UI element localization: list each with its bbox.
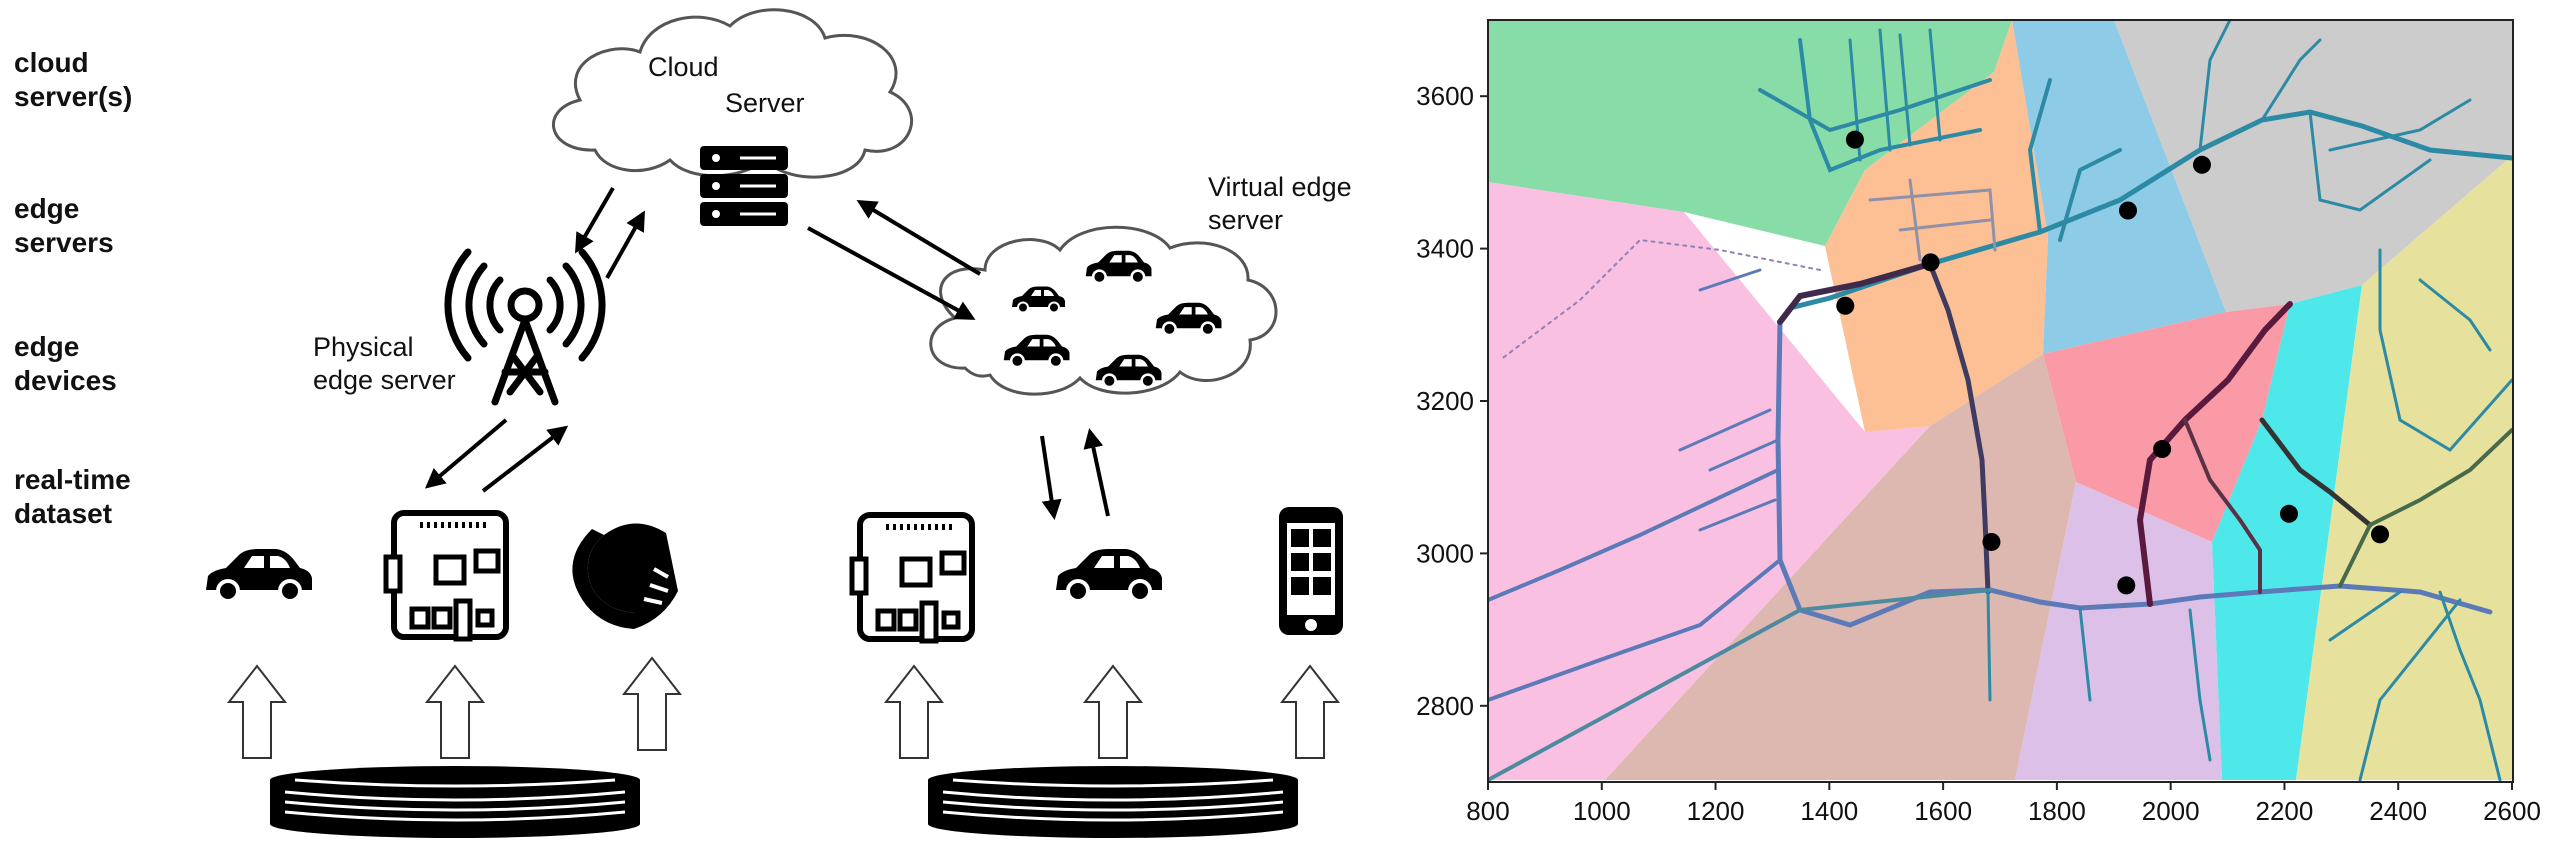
- region-red: [2043, 304, 2290, 542]
- connection-arrows: [424, 186, 1110, 520]
- x-tick-label: 800: [1466, 796, 1509, 826]
- tier-label-cloud: cloud server(s): [14, 47, 133, 112]
- road-network: [1488, 20, 2513, 782]
- edge-server-marker: [2119, 201, 2137, 220]
- voronoi-regions: [1488, 20, 2513, 782]
- smartphone-icon: [1279, 507, 1343, 635]
- x-tick-label: 1000: [1573, 796, 1631, 826]
- region-pink: [1488, 182, 1930, 780]
- region-lavender: [2015, 482, 2222, 780]
- y-tick-label: 3400: [1416, 234, 1474, 264]
- edge-server-marker: [2153, 440, 2172, 459]
- axis-ticks: 800 1000 1200 1400 1600 1800 2000 2200 2400 2600 3…: [1416, 81, 2541, 826]
- region-blue: [2012, 20, 2226, 354]
- edge-server-marker: [2279, 504, 2298, 523]
- tier-label-edge-devices: edge devices: [14, 331, 117, 396]
- y-tick-label: 2800: [1416, 691, 1474, 721]
- edge-server-marker: [2371, 525, 2390, 544]
- edge-server-markers: [1836, 130, 2390, 595]
- x-tick-label: 1800: [2028, 796, 2086, 826]
- edge-server-marker: [2192, 155, 2211, 174]
- region-grey: [2114, 20, 2512, 312]
- edge-server-marker: [1845, 130, 1864, 149]
- cloud-label-line2: Server: [725, 88, 805, 118]
- virtual-edge-cloud-icon: [929, 225, 1278, 396]
- y-tick-label: 3600: [1416, 81, 1474, 111]
- region-cyan: [2212, 285, 2362, 780]
- x-tick-label: 2400: [2369, 796, 2427, 826]
- virtual-edge-label: Virtual edge server: [1208, 172, 1352, 235]
- x-tick-label: 1400: [1800, 796, 1858, 826]
- tier-label-dataset: real-time dataset: [14, 464, 131, 529]
- x-tick-label: 1600: [1914, 796, 1972, 826]
- edge-server-marker: [1921, 253, 1940, 272]
- x-tick-label: 2200: [2256, 796, 2314, 826]
- physical-edge-label: Physical edge server: [313, 332, 456, 395]
- architecture-diagram: [204, 8, 1343, 840]
- cloud-server-icon: [552, 8, 913, 226]
- tier-label-edge-servers: edge servers: [14, 193, 114, 258]
- edge-server-marker: [1982, 532, 2001, 551]
- edge-server-marker: [2117, 576, 2136, 595]
- edge-server-marker: [1836, 296, 1855, 315]
- cloud-label-line1: Cloud: [648, 52, 719, 82]
- y-tick-label: 3000: [1416, 538, 1474, 568]
- x-tick-label: 2000: [2142, 796, 2200, 826]
- region-green: [1488, 20, 2012, 246]
- smartwatch-icon: [572, 523, 678, 629]
- region-brown: [1605, 354, 2076, 780]
- x-tick-label: 2600: [2483, 796, 2541, 826]
- y-tick-label: 3200: [1416, 386, 1474, 416]
- x-tick-label: 1200: [1687, 796, 1745, 826]
- antenna-tower-icon: [444, 248, 606, 406]
